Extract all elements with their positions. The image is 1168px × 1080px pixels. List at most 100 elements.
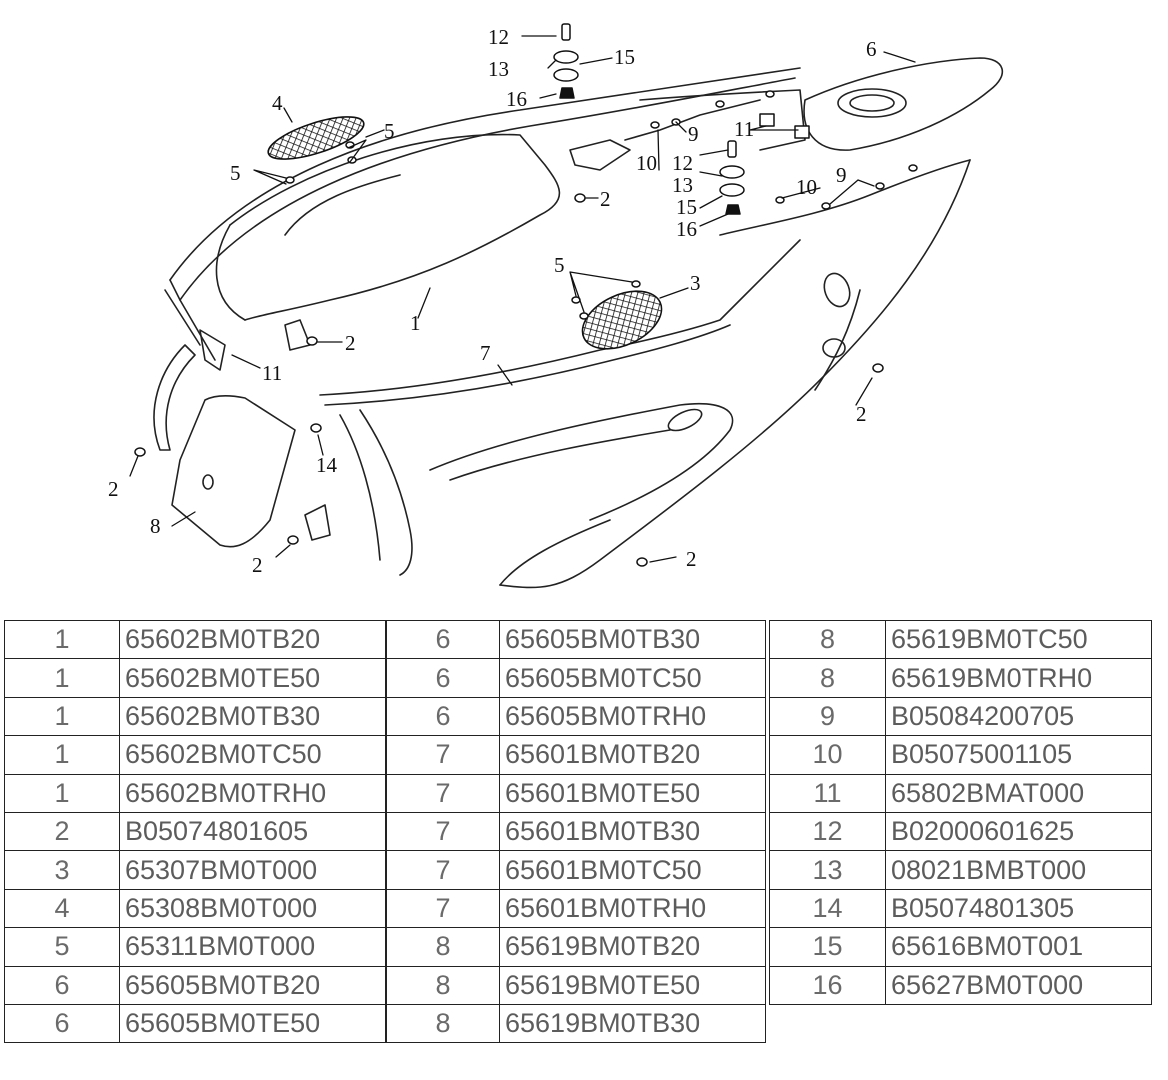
part-number: 65311BM0T000 [119,927,386,967]
ref-number: 12 [769,811,886,852]
part-number: 65619BM0TB20 [499,927,766,967]
part-number: B05074801605 [119,811,386,852]
ref-number: 1 [4,735,120,775]
callout-11: 11 [734,117,754,141]
callout-1: 1 [410,311,421,335]
part-number: 65605BM0TE50 [119,1003,386,1044]
callout-2: 2 [600,187,611,211]
callout-9: 9 [688,122,699,146]
ref-number: 7 [386,811,500,852]
callout-13: 13 [488,57,509,81]
part-number: 65601BM0TE50 [499,773,766,813]
ref-number: 3 [4,850,120,890]
part-number: 65605BM0TRH0 [499,696,766,737]
part-number: 65602BM0TRH0 [119,773,386,813]
callout-2: 2 [252,553,263,577]
part-number: 65308BM0T000 [119,888,386,929]
callout-13: 13 [672,173,693,197]
callout-2: 2 [686,547,697,571]
part-number: 65602BM0TB30 [119,696,386,737]
ref-number: 2 [4,811,120,852]
part-number: 65602BM0TC50 [119,735,386,775]
callout-16: 16 [506,87,527,111]
ref-number: 1 [4,773,120,813]
ref-number: 7 [386,773,500,813]
ref-number: 13 [769,850,886,890]
ref-number: 6 [386,619,500,660]
callout-14: 14 [316,453,338,477]
ref-number: 5 [4,927,120,967]
part-number: 65605BM0TB30 [499,619,766,660]
callout-6: 6 [866,37,877,61]
ref-number: 8 [386,965,500,1005]
callout-2: 2 [856,402,867,426]
ref-number: 7 [386,888,500,929]
ref-number: 8 [386,927,500,967]
ref-number: 1 [4,619,120,660]
callout-2: 2 [345,331,356,355]
ref-number: 7 [386,735,500,775]
part-number: B05075001105 [885,735,1152,775]
ref-number: 16 [769,965,886,1005]
part-number: 65605BM0TC50 [499,658,766,698]
ref-number: 1 [4,696,120,737]
part-number: 65802BMAT000 [885,773,1152,813]
exploded-parts-diagram: 1 2 2 2 2 2 2 3 4 5 5 5 6 7 8 9 9 10 10 … [108,23,1004,589]
part-number: 65601BM0TRH0 [499,888,766,929]
ref-number: 15 [769,927,886,967]
part-number: 65602BM0TB20 [119,619,386,660]
callout-12: 12 [672,151,693,175]
ref-number: 4 [4,888,120,929]
ref-number: 10 [769,735,886,775]
part-number: 65602BM0TE50 [119,658,386,698]
callout-4: 4 [272,91,283,115]
part-number: 65605BM0TB20 [119,965,386,1005]
part-number: 65307BM0T000 [119,850,386,890]
ref-number: 11 [769,773,886,813]
callout-12: 12 [488,25,509,49]
callout-5: 5 [384,119,395,143]
part-number: B05084200705 [885,696,1152,737]
part-number: 65619BM0TC50 [885,619,1152,660]
callout-10: 10 [636,151,657,175]
callout-5: 5 [230,161,241,185]
part-number: 08021BMBT000 [885,850,1152,890]
part-number: 65619BM0TB30 [499,1003,766,1044]
callout-10: 10 [796,175,817,199]
callout-15: 15 [676,195,697,219]
callout-9: 9 [836,163,847,187]
body-cover-outline [129,23,1004,589]
callout-16: 16 [676,217,697,241]
callout-2: 2 [108,477,119,501]
part-number: 65619BM0TE50 [499,965,766,1005]
ref-number: 7 [386,850,500,890]
callout-5: 5 [554,253,565,277]
callout-7: 7 [480,341,491,365]
callout-11: 11 [262,361,282,385]
